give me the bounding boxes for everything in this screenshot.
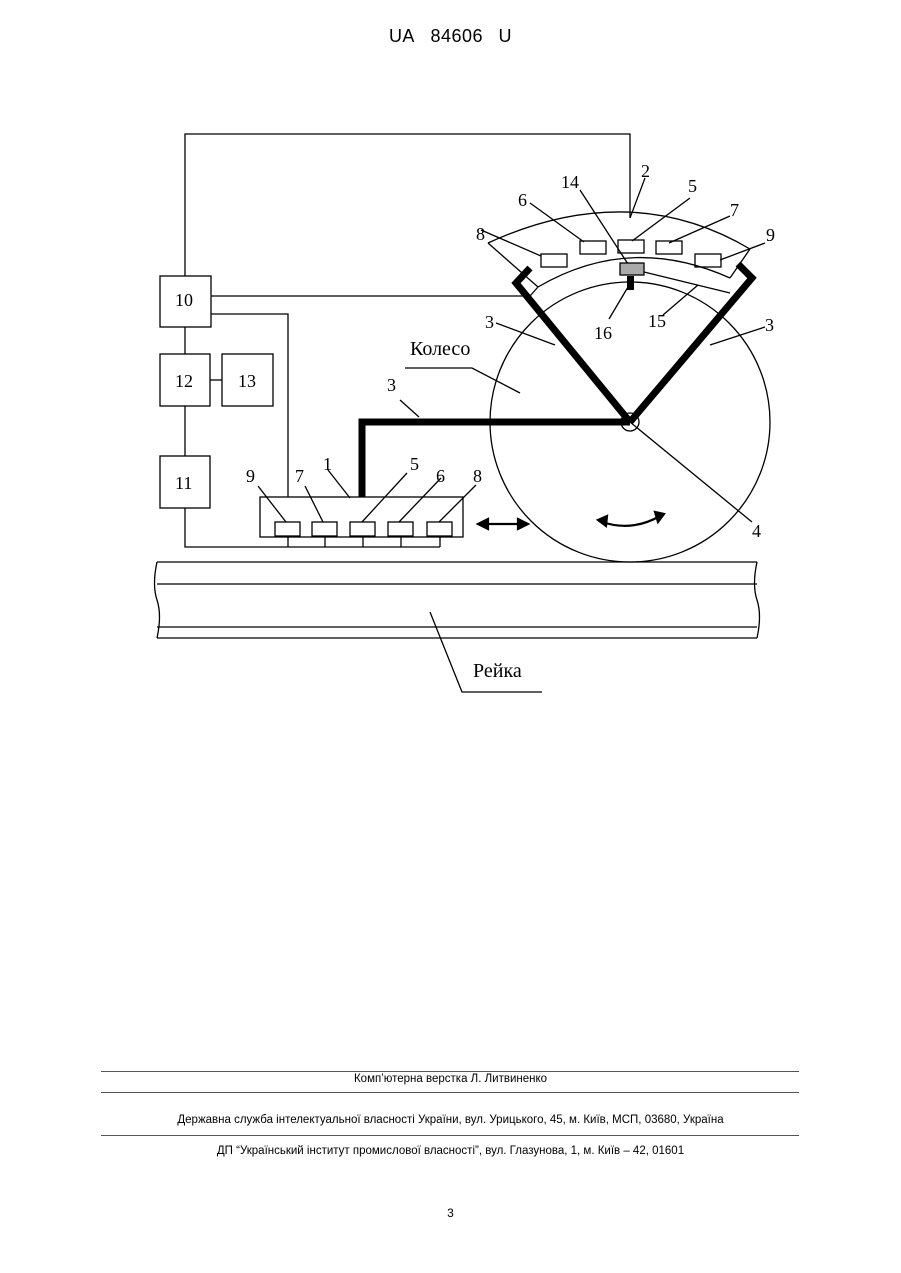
sensor-14	[620, 263, 644, 275]
rail-label: Рейка	[473, 660, 522, 682]
page-number: 3	[0, 1206, 901, 1220]
label-13: 13	[238, 371, 256, 391]
mount-16	[627, 276, 634, 290]
label-5-lower: 5	[410, 454, 419, 474]
footer-rule-top	[101, 1071, 799, 1072]
footer-layout-credit: Комп’ютерна верстка Л. Литвиненко	[0, 1073, 901, 1085]
arc-sensor-2	[488, 212, 750, 249]
label-2: 2	[641, 161, 650, 181]
label-5-upper: 5	[688, 176, 697, 196]
label-4: 4	[752, 521, 761, 541]
label-9-lower: 9	[246, 466, 255, 486]
footer-rule-bottom	[101, 1135, 799, 1136]
footer-institute: ДП “Український інститут промислової вла…	[0, 1145, 901, 1157]
footer-rule-middle	[101, 1092, 799, 1093]
wheel-label: Колесо	[410, 338, 470, 360]
label-15: 15	[648, 311, 666, 331]
label-6-upper: 6	[518, 190, 527, 210]
frame-3-left	[516, 268, 630, 422]
label-7-lower: 7	[295, 466, 304, 486]
label-14: 14	[561, 172, 579, 192]
label-7-upper: 7	[730, 200, 739, 220]
label-16: 16	[594, 323, 612, 343]
label-11: 11	[175, 473, 192, 493]
wire-top-loop	[185, 134, 630, 276]
rotation-arrow	[602, 516, 660, 526]
label-3-left: 3	[485, 312, 494, 332]
frame-3-horizontal	[362, 422, 630, 497]
label-8-upper: 8	[476, 224, 485, 244]
frame-3-right	[630, 264, 752, 422]
label-1: 1	[323, 454, 332, 474]
label-9-upper: 9	[766, 225, 775, 245]
label-10: 10	[175, 290, 193, 310]
label-3-horizontal: 3	[387, 375, 396, 395]
label-12: 12	[175, 371, 193, 391]
label-8-lower: 8	[473, 466, 482, 486]
patent-drawing: 10 12 13 11 9 7 1 5 6 8 3 3 3 8 6 14 2 5…	[0, 0, 901, 760]
link-15	[644, 272, 730, 293]
label-6-lower: 6	[436, 466, 445, 486]
label-3-right: 3	[765, 315, 774, 335]
wire-10-to-arc	[211, 287, 538, 296]
sensor-unit-1	[260, 497, 463, 537]
footer-office: Державна служба інтелектуальної власност…	[0, 1114, 901, 1126]
